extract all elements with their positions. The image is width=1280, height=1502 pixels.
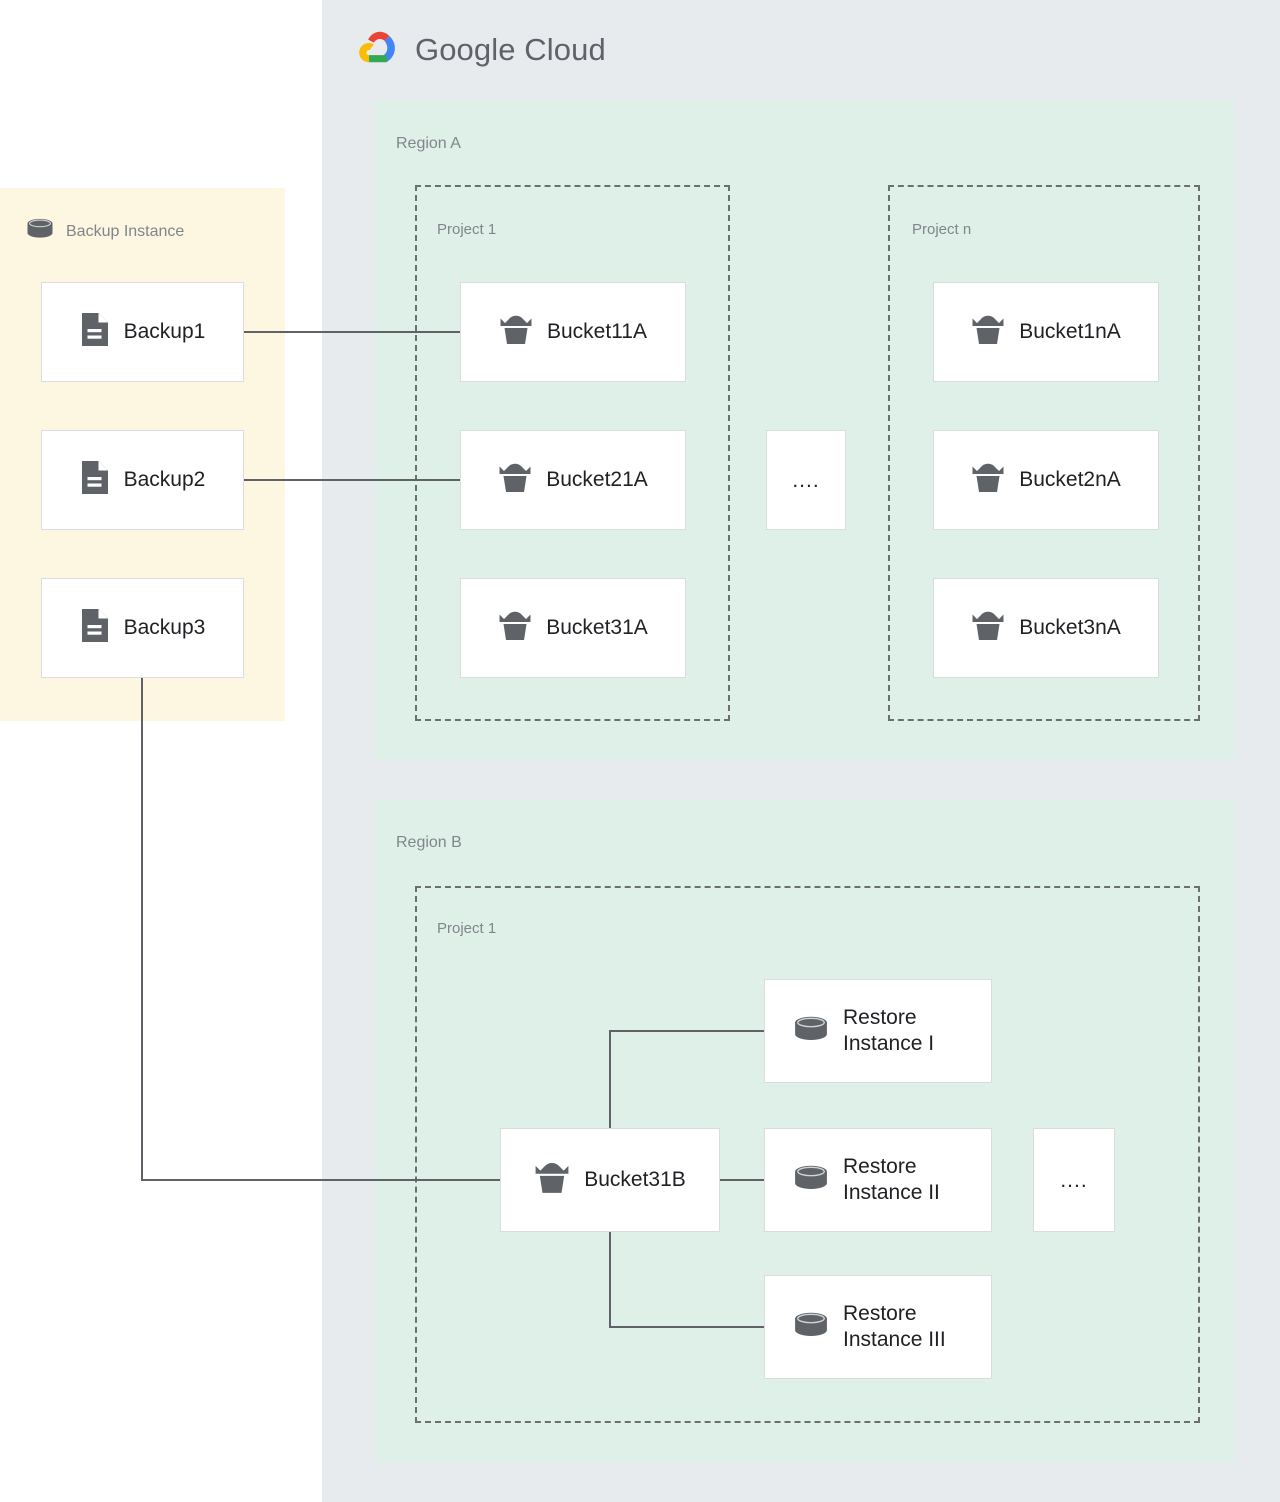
node-bucket21a[interactable]: Bucket21A (460, 430, 686, 530)
node-label: Bucket31B (584, 1167, 686, 1191)
node-restore-instance-i[interactable]: Restore Instance I (764, 979, 992, 1083)
document-icon (80, 459, 110, 501)
database-cylinder-icon (793, 1015, 829, 1048)
brand-word-cloud: Cloud (524, 31, 606, 67)
node-label: Restore Instance I (843, 1005, 935, 1055)
bucket-icon (499, 314, 533, 351)
ellipsis-label: .... (1060, 1168, 1088, 1192)
document-icon (80, 311, 110, 353)
region-b-label: Region B (396, 834, 462, 851)
brand-word-google: Google (415, 31, 516, 67)
node-backup2[interactable]: Backup2 (41, 430, 244, 530)
region-b-project-1-label: Project 1 (437, 920, 497, 937)
ellipsis-label: .... (792, 468, 820, 492)
node-label: Bucket1nA (1019, 319, 1121, 343)
region-a-project-n-container (888, 185, 1200, 721)
node-backup1[interactable]: Backup1 (41, 282, 244, 382)
bucket-icon (971, 610, 1005, 647)
backup-instance-title: Backup Instance (66, 222, 185, 240)
region-a-ellipsis-box: .... (766, 430, 846, 530)
backup-instance-header: Backup Instance (26, 218, 184, 245)
region-a-project-n-label: Project n (912, 221, 972, 238)
node-restore-instance-iii[interactable]: Restore Instance III (764, 1275, 992, 1379)
bucket-icon (534, 1161, 570, 1200)
node-label: Backup3 (123, 615, 206, 639)
database-cylinder-icon (26, 218, 54, 245)
region-a-project-1-label: Project 1 (437, 221, 497, 238)
node-label: Restore Instance II (843, 1154, 940, 1204)
node-label: Bucket31A (546, 615, 648, 639)
document-icon (80, 607, 110, 649)
node-label: Restore Instance III (843, 1301, 946, 1351)
node-bucket3na[interactable]: Bucket3nA (933, 578, 1159, 678)
google-cloud-logo-icon (355, 28, 401, 71)
google-cloud-branding: Google Cloud (355, 28, 606, 71)
node-bucket2na[interactable]: Bucket2nA (933, 430, 1159, 530)
database-cylinder-icon (793, 1164, 829, 1197)
google-cloud-wordmark: Google Cloud (415, 32, 606, 68)
region-a-label: Region A (396, 135, 461, 152)
node-backup3[interactable]: Backup3 (41, 578, 244, 678)
region-a-project-1-container (415, 185, 730, 721)
node-bucket31b[interactable]: Bucket31B (500, 1128, 720, 1232)
bucket-icon (971, 314, 1005, 351)
node-label: Backup1 (123, 319, 206, 343)
region-b-ellipsis-box: .... (1033, 1128, 1115, 1232)
node-bucket31a[interactable]: Bucket31A (460, 578, 686, 678)
node-bucket11a[interactable]: Bucket11A (460, 282, 686, 382)
node-restore-instance-ii[interactable]: Restore Instance II (764, 1128, 992, 1232)
node-label: Backup2 (123, 467, 206, 491)
node-label: Bucket11A (546, 319, 647, 343)
bucket-icon (498, 610, 532, 647)
node-bucket1na[interactable]: Bucket1nA (933, 282, 1159, 382)
node-label: Bucket21A (546, 467, 648, 491)
bucket-icon (498, 462, 532, 499)
bucket-icon (971, 462, 1005, 499)
node-label: Bucket2nA (1019, 467, 1121, 491)
database-cylinder-icon (793, 1311, 829, 1344)
node-label: Bucket3nA (1019, 615, 1121, 639)
